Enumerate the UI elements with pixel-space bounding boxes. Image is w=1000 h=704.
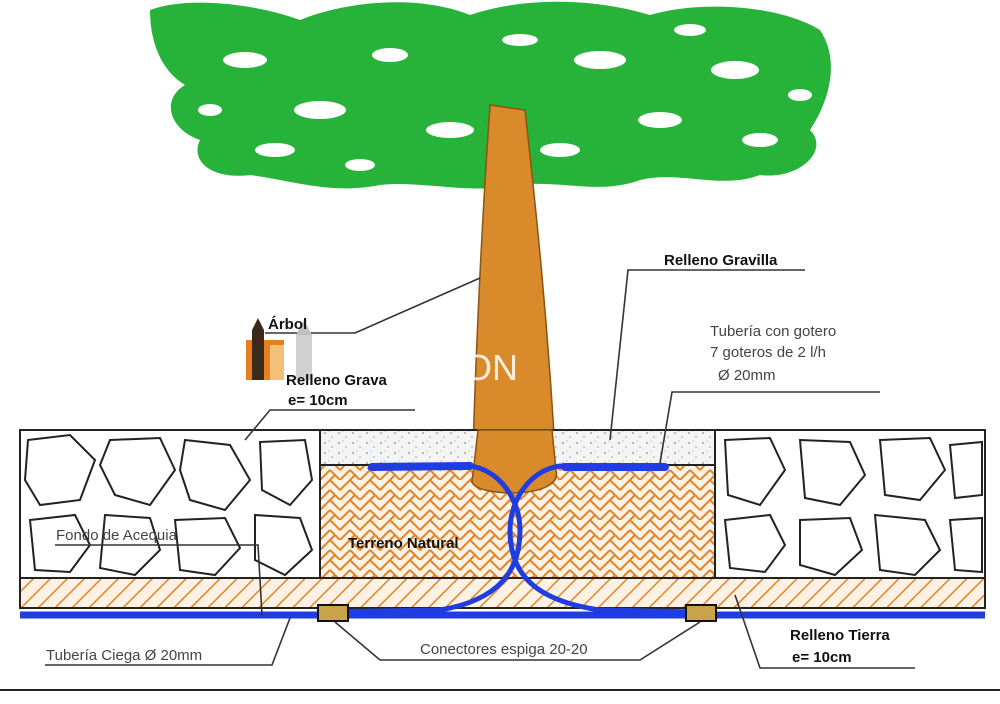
label-relleno-grava-e: e= 10cm [288,392,348,409]
watermark-text: CION [428,347,518,388]
label-conectores: Conectores espiga 20-20 [420,641,588,658]
label-relleno-gravilla: Relleno Gravilla [664,252,778,269]
label-arbol: Árbol [268,316,307,333]
label-diametro: Ø 20mm [718,367,776,384]
gravel-fill-right [714,429,986,579]
label-relleno-tierra-e: e= 10cm [792,649,852,666]
label-tuberia-gotero: Tubería con gotero [710,323,836,340]
connector-right [685,604,717,622]
gravel-fill-left [19,429,321,579]
label-fondo-acequia: Fondo de Acequia [56,527,178,544]
church-logo-icon [246,318,312,380]
drip-pipe [317,463,703,615]
leader-lines [45,269,915,669]
tree-foliage [150,1,831,189]
label-tuberia-ciega: Tubería Ciega Ø 20mm [46,647,202,664]
label-relleno-grava: Relleno Grava [286,372,388,389]
label-goteros: 7 goteros de 2 l/h [710,344,826,361]
connector-left [317,604,349,622]
label-terreno-natural: Terreno Natural [348,535,459,552]
label-relleno-tierra: Relleno Tierra [790,627,890,644]
